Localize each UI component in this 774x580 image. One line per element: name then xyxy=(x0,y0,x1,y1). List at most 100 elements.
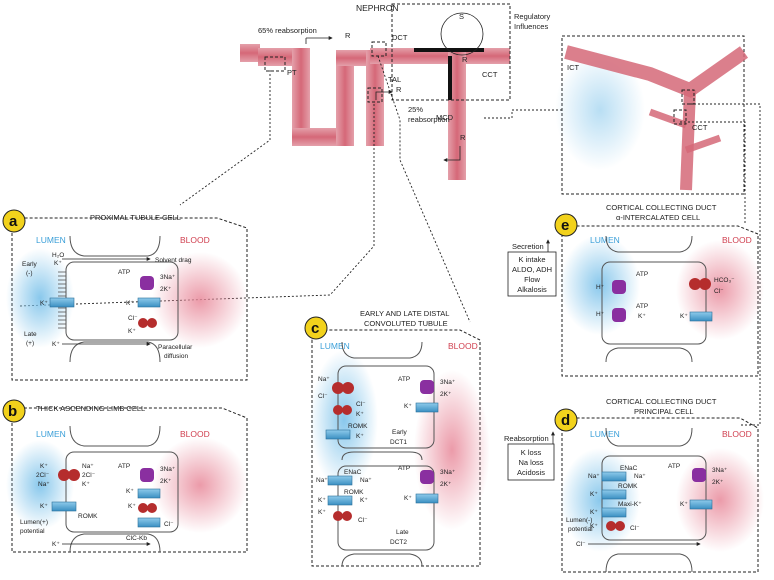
panel-c-na3b: 3Na⁺ xyxy=(440,469,455,476)
panel-d-k-channel-bl xyxy=(689,499,713,510)
panel-c-kcl xyxy=(333,405,343,415)
panel-d-k3: K⁺ xyxy=(590,523,598,530)
panel-b-atp: ATP xyxy=(118,463,130,470)
panel-a-k-channel xyxy=(49,297,75,308)
panel-c-k-bl: K⁺ xyxy=(404,403,412,410)
panel-c-romk2: ROMK xyxy=(344,489,364,496)
panel-e: e CORTICAL COLLECTING DUCT α-INTERCALATE… xyxy=(554,203,764,377)
panel-b-k-bl: K⁺ xyxy=(126,488,134,495)
panel-d-maxi: Maxi-K⁺ xyxy=(618,501,642,508)
reabs25a-label: 25% xyxy=(408,105,423,114)
mcd-label: MCD xyxy=(436,113,454,122)
secretion-box: Secretion K intake ALDO, ADH Flow Alkalo… xyxy=(507,239,557,297)
panel-c-romk2-channel xyxy=(327,495,353,506)
panel-c-letter: c xyxy=(311,320,319,337)
panel-c-k2a: K⁺ xyxy=(318,497,326,504)
secretion-item-2: Flow xyxy=(524,275,540,284)
reabsorption-title: Reabsorption xyxy=(504,434,549,443)
panel-c-atp2: ATP xyxy=(398,465,410,472)
panel-c-na: Na⁺ xyxy=(318,376,330,383)
panel-c-ncc xyxy=(332,382,344,394)
reabs25b-label: reabsorption xyxy=(408,115,450,124)
panel-c-pump xyxy=(420,380,434,394)
panel-d-na3: 3Na⁺ xyxy=(712,467,727,474)
panel-d-clbottom: Cl⁻ xyxy=(576,541,586,548)
r-label-1: R xyxy=(345,31,351,40)
panel-a-k-channel-bl xyxy=(137,297,161,308)
panel-c-atp: ATP xyxy=(398,376,410,383)
panel-b-k-b2: K⁺ xyxy=(128,503,136,510)
panel-d-potential1: Lumen(-) xyxy=(566,517,592,524)
panel-b-na3: 3Na⁺ xyxy=(160,466,175,473)
regulatory-box xyxy=(391,3,511,101)
panel-d-atp: ATP xyxy=(668,463,680,470)
reabs65-label: 65% reabsorption xyxy=(258,26,317,35)
panel-a-blood: BLOOD xyxy=(180,235,210,245)
panel-d-potential2: potential xyxy=(568,526,593,533)
panel-c-k-channel-bl xyxy=(415,402,439,413)
panel-e-h1: H⁺ xyxy=(596,284,604,291)
panel-a-letter: a xyxy=(9,213,18,230)
panel-a-late2: (+) xyxy=(26,340,34,347)
panel-c-enac: ENaC xyxy=(344,469,362,476)
panel-b-cl2-r: 2Cl⁻ xyxy=(82,472,95,479)
panel-b-blood: BLOOD xyxy=(180,429,210,439)
s-label: S xyxy=(459,12,464,21)
panel-c-k2b: K⁺ xyxy=(360,497,368,504)
panel-a-na3: 3Na⁺ xyxy=(160,274,175,281)
reabsorption-item-0: K loss xyxy=(521,448,542,457)
panel-e-letter: e xyxy=(561,217,569,234)
panel-a-cl: Cl⁻ xyxy=(128,315,138,322)
panel-d-maxik-channel xyxy=(601,507,627,518)
panel-d-letter: d xyxy=(561,412,570,429)
panel-c-k-bl2: K⁺ xyxy=(404,495,412,502)
panel-b-pump xyxy=(140,468,154,482)
panel-a-atp: ATP xyxy=(118,269,130,276)
panel-d-k1: K⁺ xyxy=(590,491,598,498)
panel-c-k2: 2K⁺ xyxy=(440,391,451,398)
panel-a-kright: K⁺ xyxy=(126,300,134,307)
panel-d-pump xyxy=(692,468,706,482)
cct-label: CCT xyxy=(482,70,498,79)
panel-c-romk: ROMK xyxy=(348,423,368,430)
r-label-3: R xyxy=(462,55,468,64)
panel-a-solvent: Solvent drag xyxy=(155,257,192,264)
panel-b-k2: 2K⁺ xyxy=(160,478,171,485)
panel-d-blood: BLOOD xyxy=(722,429,752,439)
panel-b-k-lum: K⁺ xyxy=(40,503,48,510)
panel-b-potential1: Lumen(+) xyxy=(20,519,48,526)
panel-c-na2: Na⁺ xyxy=(316,477,328,484)
r-label-4: R xyxy=(460,133,466,142)
panel-c-lumen: LUMEN xyxy=(320,341,350,351)
panel-c-late: Late xyxy=(396,529,409,536)
panel-c-early: Early xyxy=(392,429,408,436)
panel-b-lumen: LUMEN xyxy=(36,429,66,439)
panel-c-na2r: Na⁺ xyxy=(360,477,372,484)
panel-d-title2: PRINCIPAL CELL xyxy=(634,407,694,416)
panel-b-cl2: 2Cl⁻ xyxy=(36,472,49,479)
panel-d-enac-channel xyxy=(601,471,627,482)
panel-e-cl: Cl⁻ xyxy=(714,288,724,295)
panel-d-k-bl: K⁺ xyxy=(680,501,688,508)
panel-a: a PROXIMAL TUBULE CELL LUMEN BLOOD H₂O K… xyxy=(2,209,248,381)
panel-d-title1: CORTICAL COLLECTING DUCT xyxy=(606,397,717,406)
nephron-schematic: NEPHRON PT 65% reabsorption R DCT TAL R … xyxy=(240,3,749,195)
regulatory-cycle xyxy=(440,12,484,56)
panel-b-k-r: K⁺ xyxy=(82,481,90,488)
panel-d-cl: Cl⁻ xyxy=(630,525,640,532)
panel-c-k2x: 2K⁺ xyxy=(440,481,451,488)
panel-c-romk-channel xyxy=(325,429,351,440)
panel-c-k-lum: K⁺ xyxy=(356,433,364,440)
panel-e-lumen: LUMEN xyxy=(590,235,620,245)
panel-a-early1: Early xyxy=(22,261,38,268)
panel-c-title2: CONVOLUTED TUBULE xyxy=(364,319,448,328)
panel-c-cl2: Cl⁻ xyxy=(358,517,368,524)
panel-a-kcl-cotransporter xyxy=(138,318,148,328)
panel-c-blood: BLOOD xyxy=(448,341,478,351)
panel-e-title1: CORTICAL COLLECTING DUCT xyxy=(606,203,717,212)
panel-c-na3: 3Na⁺ xyxy=(440,379,455,386)
panel-c-dct1: DCT1 xyxy=(390,439,407,446)
panel-e-k-bl: K⁺ xyxy=(680,313,688,320)
tal-marker xyxy=(367,87,383,103)
